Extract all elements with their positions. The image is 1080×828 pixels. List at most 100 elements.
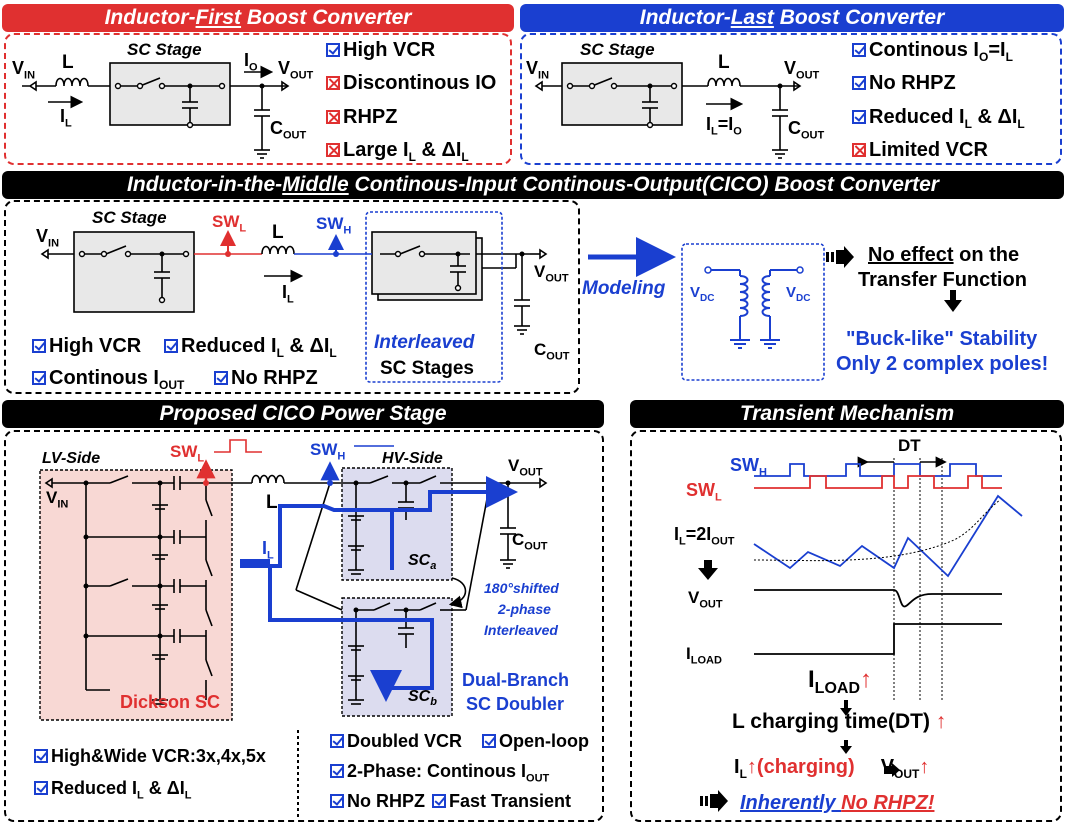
panel-last-title: Inductor-Last Boost Converter	[520, 4, 1064, 32]
down-arrow-icon	[944, 290, 962, 312]
check-item: Doubled VCR	[330, 731, 462, 752]
check-item: High VCR	[326, 39, 435, 62]
cout-label: COUT	[534, 340, 570, 363]
inductor-label: L	[266, 492, 278, 513]
interleaved-label: Interleaved	[374, 332, 475, 353]
vout-label: VOUT	[534, 262, 569, 285]
panel-middle-title: Inductor-in-the-Middle Continous-Input C…	[2, 171, 1064, 199]
io-label: IO	[244, 50, 258, 74]
stability-label: "Buck-like" Stability	[846, 328, 1038, 350]
panel-transient-frame	[630, 430, 1062, 822]
vin-label: VIN	[46, 488, 69, 511]
swh-label: SWH	[316, 214, 352, 237]
title-text: Inductor-	[104, 6, 196, 29]
check-item: Continous IOUT	[32, 367, 184, 392]
il-io-label: IL=IO	[706, 114, 742, 138]
checkbox-checked-icon	[32, 371, 46, 385]
title-text: Boost Converter	[773, 6, 945, 29]
title-text: Transient Mechanism	[739, 402, 955, 425]
title-emphasis: First	[195, 6, 242, 29]
check-item: No RHPZ	[214, 367, 318, 390]
vout-label: VOUT	[508, 456, 543, 479]
up-arrow-icon: ↑	[919, 756, 930, 778]
checkbox-checked-icon	[326, 43, 340, 57]
checkbox-checked-icon	[330, 794, 344, 808]
scb-label: SCb	[408, 688, 437, 709]
up-arrow-icon: ↑	[746, 756, 757, 778]
transfer-function-label: Transfer Function	[858, 269, 1027, 291]
panel-middle-frame	[4, 200, 580, 394]
check-item: Reduced IL & ΔIL	[164, 335, 337, 360]
title-text: Inductor-in-the-	[127, 173, 283, 196]
il-charging-label: IL↑(charging)VOUT↑	[734, 756, 930, 781]
title-emphasis: Middle	[282, 173, 349, 196]
lv-side-label: LV-Side	[42, 450, 101, 467]
check-item: Reduced IL & ΔIL	[852, 106, 1025, 131]
inductor-label: L	[718, 52, 730, 73]
panel-first-frame	[4, 33, 512, 165]
first-circuit	[22, 62, 290, 159]
iload-rise-label: ILOAD↑	[808, 666, 872, 697]
checkbox-crossed-icon	[326, 76, 340, 90]
last-circuit	[534, 62, 802, 159]
il-label: IL	[60, 106, 72, 130]
phase-label: 2-phase	[498, 601, 551, 617]
checkbox-checked-icon	[852, 110, 866, 124]
swh-label: SWH	[730, 455, 767, 479]
inductor-label: L	[62, 52, 74, 73]
check-item: No RHPZ	[852, 72, 956, 95]
iload-label: ILOAD	[686, 644, 722, 667]
sc-stages-label: SC Stages	[380, 358, 474, 379]
checkbox-checked-icon	[164, 339, 178, 353]
check-item: Continous IO=IL	[852, 39, 1013, 64]
vout-label: VOUT	[784, 58, 820, 82]
checkbox-checked-icon	[852, 76, 866, 90]
vout-label: VOUT	[688, 588, 723, 611]
vdc-label: VDC	[786, 284, 811, 304]
checkbox-checked-icon	[32, 339, 46, 353]
check-item: Discontinous IO	[326, 72, 496, 95]
swl-label: SWL	[170, 442, 205, 465]
title-emphasis: Last	[730, 6, 774, 29]
shift-label: 180°shifted	[484, 580, 559, 596]
sc-doubler-label: SC Doubler	[466, 694, 565, 714]
title-text: Boost Converter	[241, 6, 412, 29]
modeling-label: Modeling	[582, 278, 666, 299]
vin-label: VIN	[36, 226, 60, 250]
panel-proposed-frame	[4, 430, 604, 822]
dickson-label: Dickson SC	[120, 692, 221, 712]
check-item: Large IL & ΔIL	[326, 139, 469, 164]
cout-label: COUT	[512, 530, 548, 553]
check-item: High&Wide VCR:3x,4x,5x	[34, 746, 266, 767]
hv-side-label: HV-Side	[382, 450, 443, 467]
check-item: Reduced IL & ΔIL	[34, 778, 191, 802]
swh-label: SWH	[310, 440, 346, 463]
sc-stage-label: SC Stage	[580, 40, 655, 59]
check-item: RHPZ	[326, 106, 397, 129]
check-item: Open-loop	[482, 731, 589, 752]
check-item: Limited VCR	[852, 139, 988, 162]
vout-label: VOUT	[278, 58, 314, 82]
vin-label: VIN	[12, 58, 36, 82]
panel-first-title: Inductor-First Boost Converter	[2, 4, 514, 32]
swl-label: SWL	[686, 480, 722, 504]
vin-label: VIN	[526, 58, 550, 82]
arrow-icon	[826, 246, 854, 268]
checkbox-checked-icon	[214, 371, 228, 385]
cout-label: COUT	[788, 118, 825, 142]
check-item: Fast Transient	[432, 791, 571, 812]
checkbox-checked-icon	[330, 764, 344, 778]
check-item: 2-Phase: Continous IOUT	[330, 761, 549, 785]
panel-proposed-title: Proposed CICO Power Stage	[2, 400, 604, 428]
charging-time-label: L charging time(DT) ↑	[732, 710, 947, 733]
checkbox-checked-icon	[852, 43, 866, 57]
sc-stage-label: SC Stage	[127, 40, 202, 59]
sc-stage-label: SC Stage	[92, 208, 167, 227]
il-label: IL	[282, 282, 294, 306]
check-item: High VCR	[32, 335, 141, 358]
no-rhpz-label: Inherently No RHPZ!	[740, 792, 935, 814]
checkbox-checked-icon	[34, 749, 48, 763]
title-text: Continous-Input Continous-Output(CICO) B…	[348, 173, 939, 196]
inductor-label: L	[272, 222, 284, 243]
